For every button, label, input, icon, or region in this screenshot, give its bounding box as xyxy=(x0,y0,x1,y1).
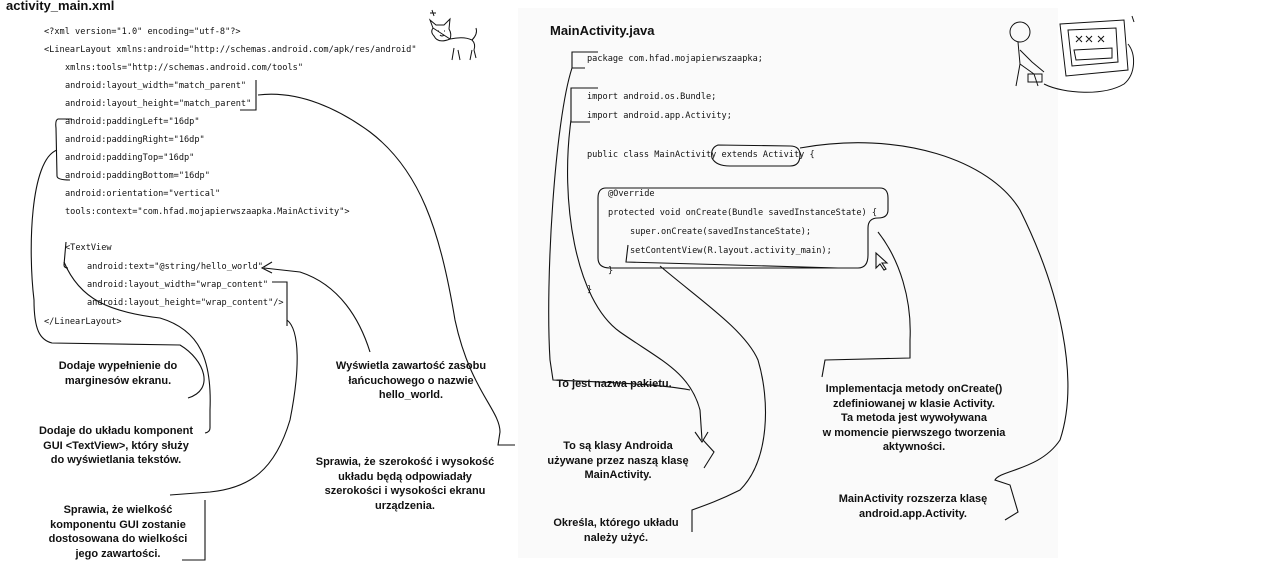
code-line: tools:context="com.hfad.mojapierwszaapka… xyxy=(65,207,350,217)
code-line: super.onCreate(savedInstanceState); xyxy=(630,227,812,237)
annotation-extends: MainActivity rozszerza klasę android.app… xyxy=(838,493,988,520)
code-line: } xyxy=(608,266,614,276)
annotation-match-parent: Sprawia, że szerokość i wysokość układu … xyxy=(315,456,495,512)
code-line: <?xml version="1.0" encoding="utf-8"?> xyxy=(44,27,241,37)
code-line: android:paddingRight="16dp" xyxy=(65,135,205,145)
code-line: package com.hfad.mojapierwszaapka; xyxy=(587,54,763,64)
annotation-set-content-view: Określa, którego układu należy użyć. xyxy=(553,517,679,544)
cat-doodle-icon xyxy=(428,9,477,61)
annotation-textview: Dodaje do układu komponent GUI <TextView… xyxy=(38,425,193,466)
code-line: android:layout_height="match_parent" xyxy=(65,99,252,109)
code-line: } xyxy=(587,285,593,295)
annotation-oncreate: Implementacja metody onCreate() zdefinio… xyxy=(822,383,1006,453)
code-line: @Override xyxy=(608,189,655,199)
code-line: </LinearLayout> xyxy=(44,317,122,327)
code-line: android:layout_height="wrap_content"/> xyxy=(87,298,284,308)
wrap-connector xyxy=(169,319,298,496)
code-line: protected void onCreate(Bundle savedInst… xyxy=(608,208,878,218)
code-line: android:orientation="vertical" xyxy=(65,189,221,199)
code-line: setContentView(R.layout.activity_main); xyxy=(630,246,832,256)
code-line: public class MainActivity extends Activi… xyxy=(587,150,815,160)
code-line: android:paddingLeft="16dp" xyxy=(65,117,200,127)
code-line: <LinearLayout xmlns:android="http://sche… xyxy=(44,45,417,55)
xml-file-title: activity_main.xml xyxy=(6,0,115,13)
annotation-imports: To są klasy Androida używane przez naszą… xyxy=(547,440,689,481)
annotation-package: To jest nazwa pakietu. xyxy=(556,378,672,390)
code-line: import android.os.Bundle; xyxy=(587,92,717,102)
code-line: android:paddingTop="16dp" xyxy=(65,153,195,163)
annotation-string-resource: Wyświetla zawartość zasobu łańcuchowego … xyxy=(335,360,487,401)
code-line: xmlns:tools="http://schemas.android.com/… xyxy=(65,63,303,73)
person-at-computer-doodle-icon xyxy=(1009,15,1135,93)
annotation-wrap-content: Sprawia, że wielkość komponentu GUI zost… xyxy=(48,504,188,560)
code-line: <TextView xyxy=(65,243,112,253)
java-file-title: MainActivity.java xyxy=(550,23,655,38)
annotation-padding: Dodaje wypełnienie do marginesów ekranu. xyxy=(58,360,178,387)
code-line: android:layout_width="wrap_content" xyxy=(87,280,269,290)
string-arrow-head xyxy=(260,261,273,274)
code-line: android:layout_width="match_parent" xyxy=(65,81,247,91)
code-line: import android.app.Activity; xyxy=(587,111,732,121)
string-arrow xyxy=(263,267,371,353)
code-line: android:paddingBottom="16dp" xyxy=(65,171,210,181)
code-line: android:text="@string/hello_world" xyxy=(87,262,263,272)
